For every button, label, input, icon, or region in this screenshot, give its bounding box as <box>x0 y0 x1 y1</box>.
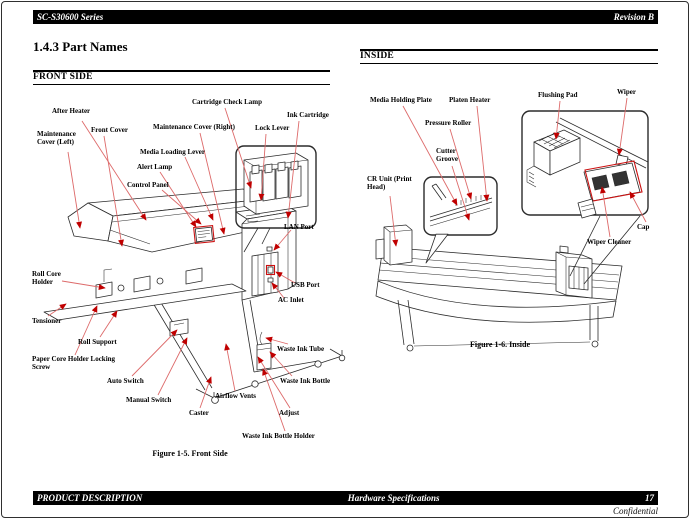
front-side-rule-top <box>33 70 330 72</box>
part-label-alert-lamp: Alert Lamp <box>137 163 173 171</box>
part-label-auto-switch: Auto Switch <box>107 377 144 385</box>
part-label-maintenance-cover-left: Maintenance Cover (Left) <box>37 130 76 146</box>
part-label-tensioner: Tensioner <box>32 317 62 325</box>
figure-caption-front-side: Figure 1-5. Front Side <box>152 449 228 458</box>
front-side-leader-lines <box>47 107 300 432</box>
part-label-cap: Cap <box>637 223 650 231</box>
part-label-lock-lever: Lock Lever <box>255 124 290 132</box>
inside-heading: INSIDE <box>360 51 394 61</box>
inside-rule-top <box>360 49 658 51</box>
part-label-wiper: Wiper <box>617 88 636 96</box>
part-label-media-holding-plate: Media Holding Plate <box>370 96 432 104</box>
part-label-adjust: Adjust <box>279 409 300 417</box>
product-name: SC-S30600 Series <box>37 12 104 22</box>
footer-section: PRODUCT DESCRIPTION <box>37 493 143 503</box>
part-label-roll-core-holder: Roll Core Holder <box>32 270 61 286</box>
part-label-pressure-roller: Pressure Roller <box>425 119 472 127</box>
part-label-lan-port: LAN Port <box>284 223 314 231</box>
part-label-caster: Caster <box>189 409 209 417</box>
part-label-ink-cartridge: Ink Cartridge <box>287 111 329 119</box>
part-label-front-cover: Front Cover <box>91 126 128 134</box>
revision-label: Revision B <box>613 12 654 22</box>
front-side-heading: FRONT SIDE <box>33 72 93 82</box>
footer-bar: PRODUCT DESCRIPTION Hardware Specificati… <box>33 491 658 505</box>
part-label-manual-switch: Manual Switch <box>126 396 172 404</box>
footer-chapter: Hardware Specifications <box>347 493 440 503</box>
header-bar: SC-S30600 Series Revision B <box>33 10 658 24</box>
part-label-after-heater: After Heater <box>52 107 91 115</box>
page-number: 17 <box>645 493 654 503</box>
front-side-rule-bottom <box>33 84 330 85</box>
inside-diagram <box>375 110 649 352</box>
part-label-roll-support: Roll Support <box>78 338 117 346</box>
part-label-cutter-groove: Cutter Groove <box>436 147 459 163</box>
part-label-wiper-cleaner: Wiper Cleaner <box>587 238 632 246</box>
part-label-waste-ink-tube: Waste Ink Tube <box>277 345 325 353</box>
figure-caption-inside: Figure 1-6. Inside <box>469 340 531 349</box>
part-label-airflow-vents: Airflow Vents <box>215 392 257 400</box>
part-label-maintenance-cover-right: Maintenance Cover (Right) <box>153 123 235 131</box>
part-label-control-panel: Control Panel <box>127 181 169 189</box>
part-label-flushing-pad: Flushing Pad <box>538 91 578 99</box>
part-label-ac-inlet: AC Inlet <box>278 296 304 304</box>
part-label-platen-heater: Platen Heater <box>449 96 491 104</box>
confidential-label: Confidential <box>613 506 658 516</box>
inside-rule-bottom <box>360 63 658 64</box>
part-label-cartridge-check-lamp: Cartridge Check Lamp <box>192 98 262 106</box>
part-label-paper-core-holder-locking-screw: Paper Core Holder Locking Screw <box>32 355 116 371</box>
part-label-usb-port: USB Port <box>291 281 320 289</box>
part-label-cr-unit-print-head: CR Unit (Print Head) <box>367 175 412 191</box>
part-label-media-loading-lever: Media Loading Lever <box>140 148 205 156</box>
part-label-waste-ink-bottle: Waste Ink Bottle <box>280 377 331 385</box>
section-title: 1.4.3 Part Names <box>33 39 128 54</box>
part-label-waste-ink-bottle-holder: Waste Ink Bottle Holder <box>242 432 315 440</box>
inside-leader-lines <box>389 97 647 247</box>
